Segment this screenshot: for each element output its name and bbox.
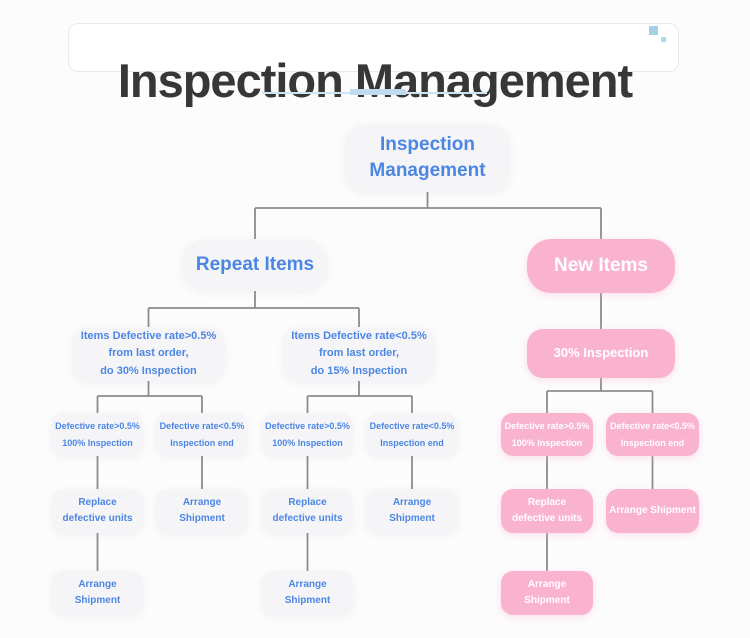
node-new-inspection: 30% Inspection [527,329,675,378]
node-repeat-low-defective-low: Defective rate<0.5% Inspection end [366,413,458,456]
node-repeat-high-arrange-shipment: Arrange Shipment [156,489,248,533]
decor-square-large [649,26,658,35]
node-repeat-high-defective-low: Defective rate<0.5% Inspection end [156,413,248,456]
node-new-items: New Items [527,239,675,293]
node-new-defective-high: Defective rate>0.5% 100% Inspection [501,413,593,456]
node-repeat-low-rate: Items Defective rate<0.5% from last orde… [283,327,435,381]
node-repeat-low-arrange-shipment-final: Arrange Shipment [262,571,353,615]
title-card [68,23,679,72]
node-new-defective-low: Defective rate<0.5% Inspection end [606,413,699,456]
node-repeat-low-replace: Replace defective units [262,489,353,533]
node-new-replace: Replace defective units [501,489,593,533]
node-new-arrange-shipment: Arrange Shipment [606,489,699,533]
page-title: Inspection Management [117,54,633,108]
node-repeat-high-arrange-shipment-final: Arrange Shipment [52,571,143,615]
node-repeat-items: Repeat Items [182,239,328,291]
node-repeat-low-arrange-shipment: Arrange Shipment [366,489,458,533]
node-repeat-high-rate: Items Defective rate>0.5% from last orde… [72,327,225,381]
node-repeat-low-defective-high: Defective rate>0.5% 100% Inspection [262,413,353,456]
node-new-arrange-shipment-final: Arrange Shipment [501,571,593,615]
decor-square-small [661,37,666,42]
node-root: Inspection Management [345,124,510,192]
node-repeat-high-replace: Replace defective units [52,489,143,533]
title-underline-accent [350,89,406,95]
node-repeat-high-defective-high: Defective rate>0.5% 100% Inspection [52,413,143,456]
